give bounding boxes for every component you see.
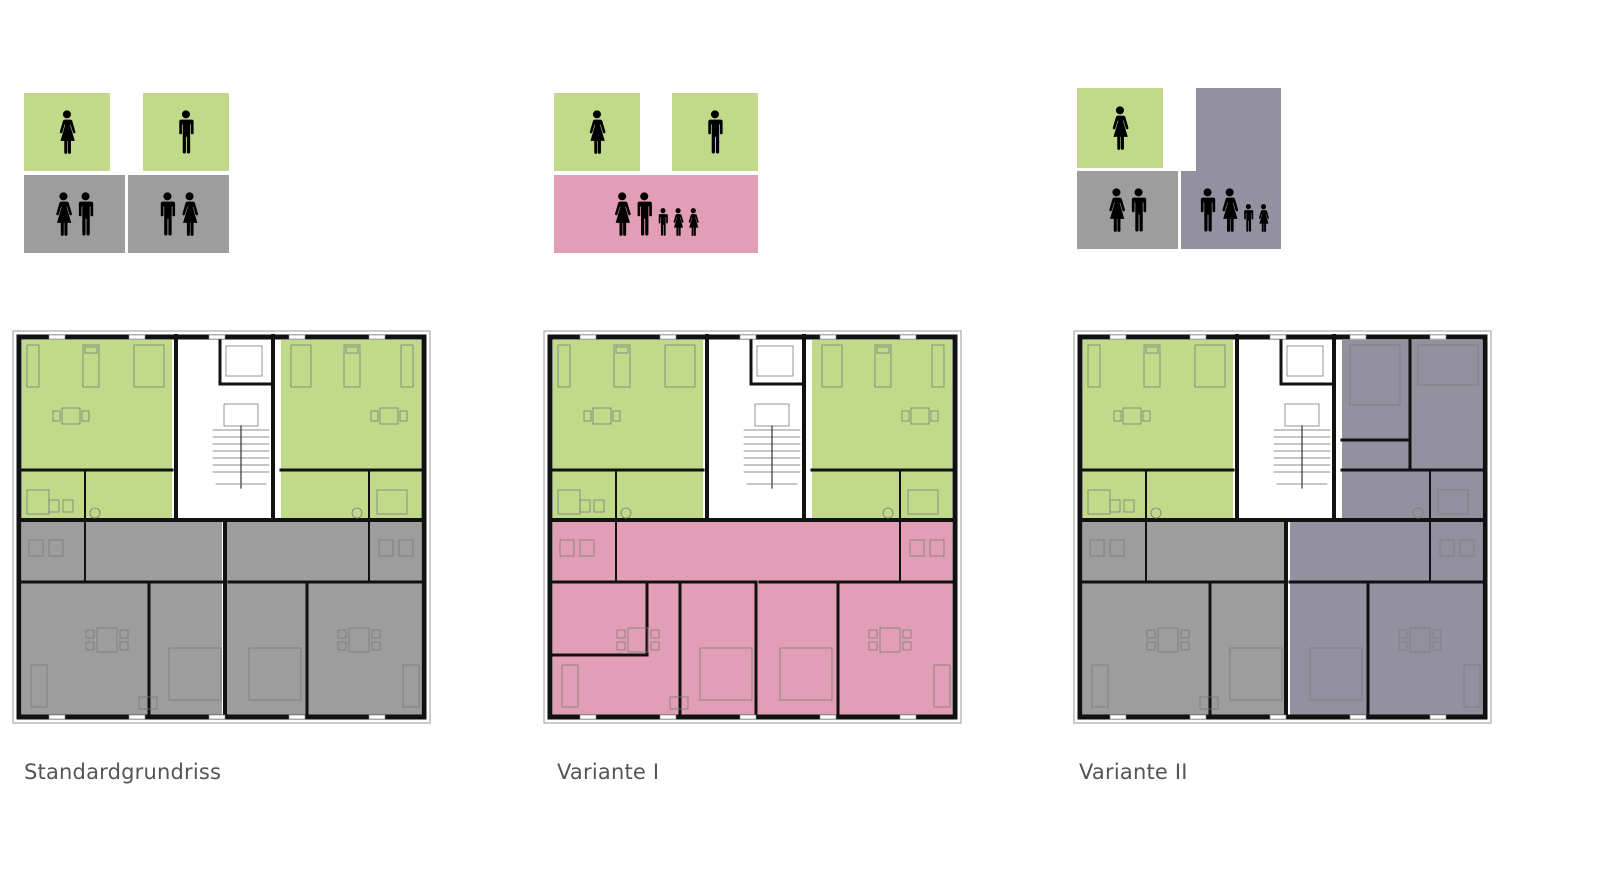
floor-plan-variante-1 — [543, 330, 962, 724]
floor-plans — [12, 330, 1492, 724]
tile-single-man — [143, 93, 229, 171]
caption-variante-2: Variante II — [1079, 760, 1188, 784]
floor-plan-variante-2 — [1073, 330, 1492, 724]
tile-single-woman — [554, 93, 640, 171]
tile-single-man — [672, 93, 758, 171]
tile-couple — [1077, 171, 1178, 249]
tile-single-woman — [1077, 88, 1163, 168]
tile-single-woman — [24, 93, 110, 171]
household-tiles — [24, 88, 1281, 253]
tile-family — [554, 175, 758, 253]
caption-standard: Standardgrundriss — [24, 760, 222, 784]
caption-variante-1: Variante I — [557, 760, 660, 784]
tile-shared-household — [1181, 88, 1281, 249]
tile-couple-1 — [24, 175, 125, 253]
tile-couple-2 — [128, 175, 229, 253]
floor-plan-standard — [12, 330, 431, 724]
